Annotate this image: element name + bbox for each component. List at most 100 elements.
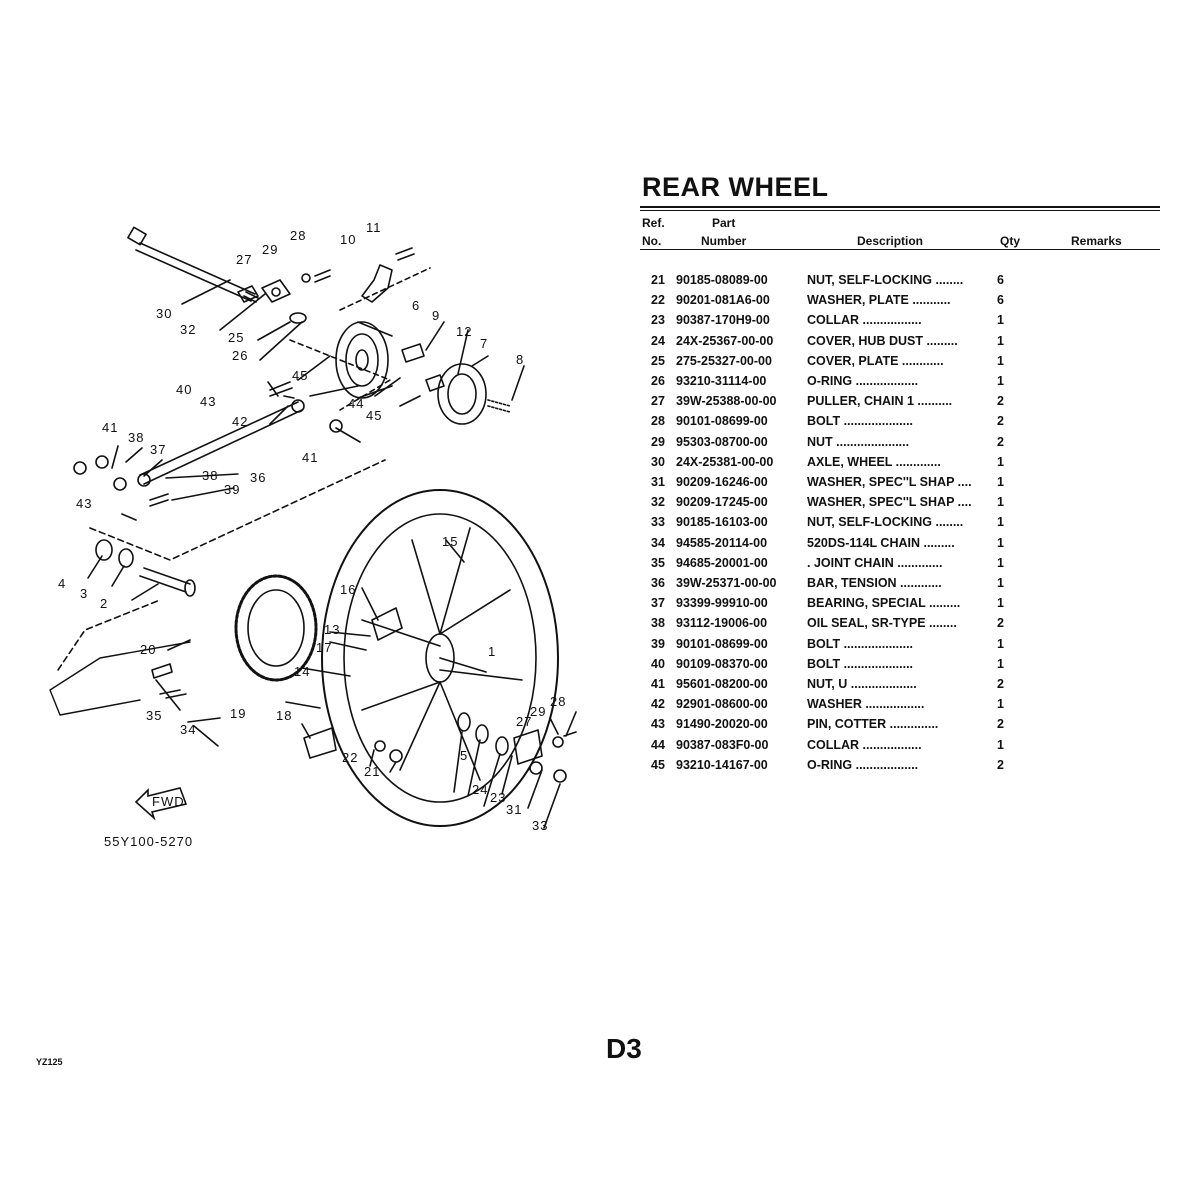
table-row: 33 90185-16103-00 NUT, SELF-LOCKING ......…: [640, 512, 1025, 532]
description-cell: COVER, HUB DUST .........: [807, 333, 958, 348]
callout-29: 29: [262, 242, 278, 257]
qty-cell: 6: [997, 293, 1004, 308]
part-number-cell: 39W-25388-00-00: [676, 394, 777, 409]
callout-19: 19: [230, 706, 246, 721]
callout-28: 28: [550, 694, 566, 709]
part-number-cell: 95601-08200-00: [676, 677, 768, 692]
callout-30: 30: [156, 306, 172, 321]
part-number-cell: 91490-20020-00: [676, 717, 768, 732]
callout-32: 32: [180, 322, 196, 337]
ref-cell: 21: [651, 273, 665, 287]
callout-40: 40: [176, 382, 192, 397]
description-cell: PULLER, CHAIN 1 ..........: [807, 394, 953, 409]
part-number-cell: 90109-08370-00: [676, 656, 768, 671]
callout-20: 20: [140, 642, 156, 657]
ref-cell: 25: [651, 353, 665, 368]
qty-cell: 2: [997, 414, 1004, 429]
qty-cell: 2: [997, 757, 1004, 772]
description-cell: NUT .....................: [807, 434, 910, 449]
description-cell: NUT, SELF-LOCKING ........: [807, 515, 964, 530]
ref-cell: 29: [651, 434, 665, 449]
part-number-cell: 90101-08699-00: [676, 414, 768, 429]
qty-cell: 1: [997, 475, 1004, 490]
callout-36: 36: [250, 470, 266, 485]
callout-4: 4: [58, 576, 66, 591]
ref-cell: 22: [651, 293, 665, 308]
callout-16: 16: [340, 582, 356, 597]
table-row: 27 39W-25388-00-00 PULLER, CHAIN 1 .......…: [640, 391, 1025, 411]
ref-cell: 30: [651, 454, 665, 469]
callout-5: 5: [460, 748, 468, 763]
part-number-cell: 90185-16103-00: [676, 515, 768, 530]
ref-cell: 36: [651, 576, 665, 591]
description-cell: 520DS-114L CHAIN .........: [807, 535, 955, 550]
qty-cell: 1: [997, 374, 1004, 389]
description-cell: BOLT ....................: [807, 414, 914, 429]
ref-cell: 27: [651, 394, 665, 409]
part-number-cell: 92901-08600-00: [676, 697, 768, 712]
model-code: YZ125: [36, 1057, 63, 1067]
callout-3: 3: [80, 586, 88, 601]
description-cell: BOLT ....................: [807, 636, 914, 651]
header-ref-top: Ref.: [642, 216, 665, 230]
callout-42: 42: [232, 414, 248, 429]
fwd-label: FWD: [152, 794, 185, 809]
header-description: Description: [857, 234, 924, 248]
qty-cell: 1: [997, 333, 1004, 348]
callout-18: 18: [276, 708, 292, 723]
callout-11: 11: [366, 220, 382, 235]
qty-cell: 1: [997, 636, 1004, 651]
description-cell: NUT, U ...................: [807, 677, 917, 692]
part-number-cell: 93210-31114-00: [676, 374, 767, 389]
callout-13: 13: [324, 622, 340, 637]
ref-cell: 39: [651, 636, 665, 651]
callout-45: 45: [292, 368, 308, 383]
wheel-drawing: [321, 489, 559, 827]
callout-41: 41: [102, 420, 118, 435]
callout-21: 21: [364, 764, 380, 779]
callout-45: 45: [366, 408, 382, 423]
part-number-cell: 90201-081A6-00: [676, 293, 770, 308]
part-number-cell: 93399-99910-00: [676, 596, 768, 611]
callout-24: 24: [472, 782, 488, 797]
ref-cell: 33: [651, 515, 665, 530]
ref-cell: 37: [651, 596, 665, 611]
description-cell: WASHER .................: [807, 697, 925, 712]
description-cell: . JOINT CHAIN .............: [807, 555, 943, 570]
description-cell: BAR, TENSION ............: [807, 576, 942, 591]
callout-1: 1: [488, 644, 496, 659]
part-number-cell: 95303-08700-00: [676, 434, 768, 449]
description-cell: OIL SEAL, SR-TYPE ........: [807, 616, 957, 631]
qty-cell: 1: [997, 454, 1004, 469]
callout-23: 23: [490, 790, 506, 805]
header-qty: Qty: [1000, 234, 1021, 248]
page-title: REAR WHEEL: [642, 172, 829, 202]
callout-29: 29: [530, 704, 546, 719]
part-number-cell: 90387-083F0-00: [676, 737, 769, 752]
diagram-code: 55Y100-5270: [104, 834, 193, 849]
qty-cell: 2: [997, 616, 1004, 631]
qty-cell: 1: [997, 353, 1004, 368]
ref-cell: 38: [651, 616, 665, 631]
callout-10: 10: [340, 232, 356, 247]
table-row: 29 95303-08700-00 NUT ....................…: [640, 432, 1025, 452]
qty-cell: 1: [997, 697, 1004, 712]
part-number-cell: 94585-20114-00: [676, 535, 768, 550]
header-ref-bottom: No.: [642, 234, 662, 248]
fwd-arrow: FWD: [134, 787, 188, 821]
callout-39: 39: [224, 482, 240, 497]
qty-cell: 1: [997, 313, 1004, 328]
callout-38: 38: [202, 468, 218, 483]
ref-cell: 34: [651, 535, 665, 550]
description-cell: O-RING ..................: [807, 757, 919, 772]
